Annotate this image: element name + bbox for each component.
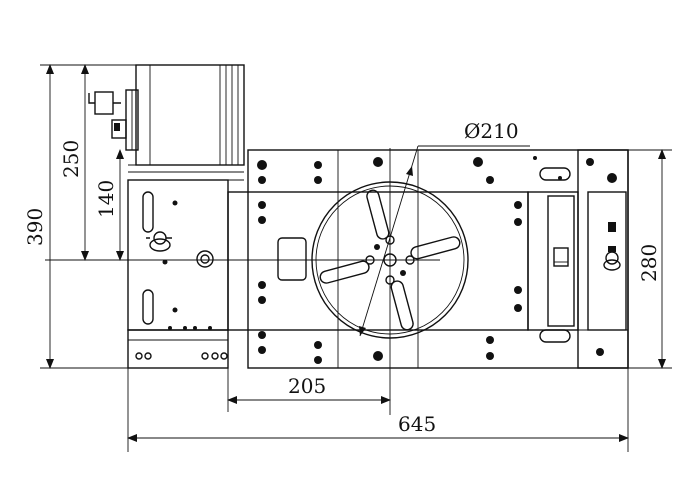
dim-upper-height: 250: [59, 64, 89, 261]
dim-center-offset: 205: [227, 192, 391, 412]
center-lines: [45, 148, 440, 415]
dim-250-label: 250: [59, 140, 83, 178]
dim-390-label: 390: [23, 208, 47, 246]
dim-210-label: Ø210: [464, 119, 519, 143]
left-body: [127, 179, 229, 369]
dim-140-label: 140: [94, 180, 118, 218]
dim-total-length: 645: [127, 368, 629, 452]
dim-motor-height: 140: [94, 149, 124, 261]
motor-housing: [88, 64, 245, 181]
dim-right-height: 280: [628, 149, 672, 369]
right-section: [527, 149, 629, 369]
dim-280-label: 280: [637, 244, 661, 282]
dim-205-label: 205: [288, 374, 326, 398]
dim-total-height: 390: [23, 64, 136, 369]
dim-645-label: 645: [398, 412, 436, 436]
dim-table-diameter: Ø210: [359, 119, 530, 337]
